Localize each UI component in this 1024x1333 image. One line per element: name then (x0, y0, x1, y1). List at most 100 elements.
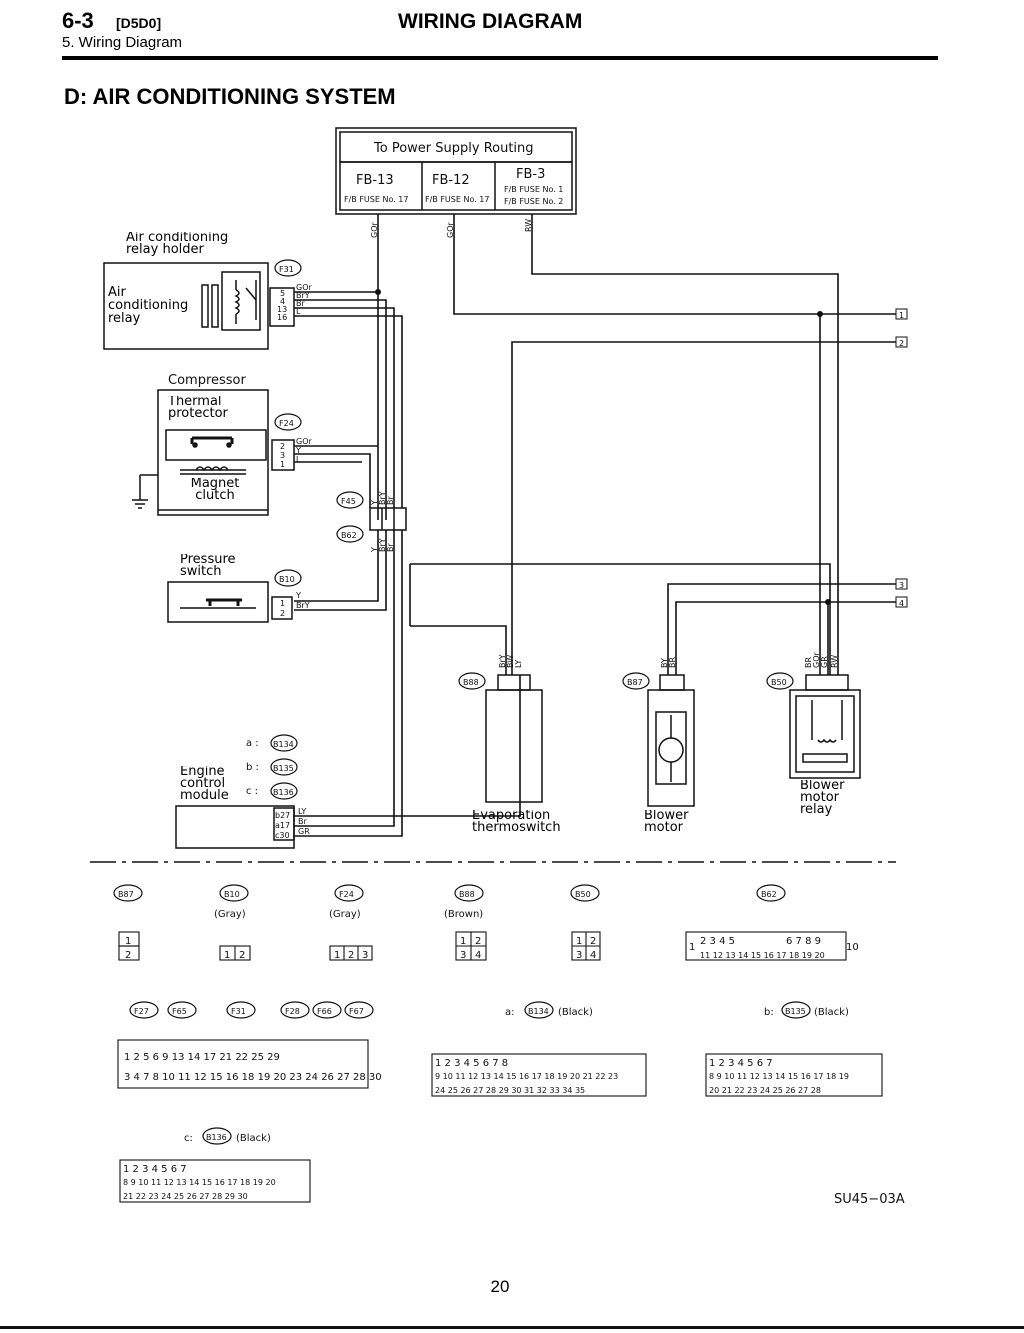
svg-text:4: 4 (475, 950, 481, 961)
svg-text:2: 2 (280, 442, 285, 451)
ecm-ref-c-code: B136 (273, 788, 294, 797)
svg-text:1 2 3 4 5 6 7: 1 2 3 4 5 6 7 (709, 1058, 773, 1069)
svg-text:3: 3 (280, 451, 285, 460)
footer-rule (0, 1326, 1024, 1329)
bus-ref-3: 3 (899, 581, 904, 590)
doc-code: [D5D0] (116, 15, 162, 31)
svg-text:(Black): (Black) (236, 1133, 271, 1144)
ecm-ref-a-code: B134 (273, 740, 294, 749)
svg-text:(Black): (Black) (558, 1007, 593, 1018)
legend-b136: B136 (206, 1133, 227, 1142)
thermal-label: Thermal protector (168, 396, 228, 421)
svg-text:6 7 8 9: 6 7 8 9 (786, 936, 821, 947)
ecm-ref-a: a : (246, 738, 259, 749)
svg-text:1: 1 (334, 950, 340, 961)
legend-b10: B10 (224, 890, 240, 899)
svg-text:BrY: BrY (296, 601, 310, 610)
blower-label: Blower motor (644, 810, 689, 835)
svg-text:Br: Br (296, 299, 305, 308)
evap-label: Evaporation thermoswitch (472, 810, 561, 835)
svg-text:B62: B62 (341, 531, 357, 540)
svg-text:Y: Y (370, 547, 379, 553)
svg-text:9 10 11 12 13 14 15 16 17 18 1: 9 10 11 12 13 14 15 16 17 18 19 20 21 22… (435, 1072, 618, 1081)
svg-text:GOr: GOr (296, 437, 312, 446)
svg-text:B10: B10 (279, 575, 295, 584)
svg-text:3 4 7 8 10 11 12 15 16 18: 3 4 7 8 10 11 12 15 16 18 19 20 23 24 26… (124, 1072, 382, 1083)
svg-text:2: 2 (239, 950, 245, 961)
compressor-box (157, 389, 269, 516)
figure-id: SU45−03A (834, 1192, 905, 1207)
fuse-fb12-detail: F/B FUSE No. 17 (425, 195, 489, 204)
legend-b88: B88 (459, 890, 475, 899)
svg-text:BrY: BrY (378, 538, 387, 552)
svg-text:LY: LY (298, 807, 306, 816)
svg-text:13: 13 (277, 305, 287, 314)
svg-text:LY: LY (514, 660, 523, 668)
svg-text:BW: BW (506, 655, 515, 668)
svg-text:16: 16 (277, 313, 287, 322)
legend-f65: F65 (172, 1007, 187, 1016)
svg-text:BR: BR (804, 657, 813, 668)
svg-text:3: 3 (460, 950, 466, 961)
compressor-label: Compressor (168, 373, 247, 388)
bus-ref-1: 1 (899, 311, 904, 320)
svg-text:a17: a17 (275, 821, 290, 830)
connector-f24 (271, 439, 295, 471)
svg-text:F45: F45 (341, 497, 356, 506)
legend-b62: B62 (761, 890, 777, 899)
page-title: WIRING DIAGRAM (398, 10, 583, 33)
svg-text:BrY: BrY (498, 654, 507, 668)
wire-gor-2: GOr (446, 222, 455, 238)
svg-text:1: 1 (576, 936, 582, 947)
pressure-label: Pressure switch (180, 554, 236, 579)
svg-text:BY: BY (660, 658, 669, 668)
connector-f45 (369, 507, 407, 531)
pressure-switch-box (167, 581, 269, 623)
bus-ref-4: 4 (899, 599, 904, 608)
ecm-ref-c: c : (246, 786, 258, 797)
svg-text:2: 2 (348, 950, 354, 961)
svg-text:c:: c: (184, 1133, 193, 1144)
connector-b10 (271, 596, 293, 620)
svg-text:Br: Br (386, 543, 395, 552)
svg-text:4: 4 (280, 297, 285, 306)
legend-b135: B135 (785, 1007, 806, 1016)
svg-text:BR: BR (668, 657, 677, 668)
svg-text:1: 1 (125, 936, 131, 947)
svg-text:BrY: BrY (378, 491, 387, 505)
svg-text:10: 10 (846, 942, 859, 953)
fuse-fb3-detail1: F/B FUSE No. 1 (504, 185, 563, 194)
blower-relay-label: Blower motor relay (800, 780, 845, 817)
svg-text:2: 2 (280, 609, 285, 618)
svg-text:a:: a: (505, 1007, 515, 1018)
connector-f31 (269, 287, 295, 327)
wire-rw: RW (524, 219, 533, 232)
fuse-fb3-detail2: F/B FUSE No. 2 (504, 197, 563, 206)
svg-text:B50: B50 (771, 678, 787, 687)
fuse-fb13: FB-13 (356, 173, 394, 188)
bus-ref-markers: 1 2 3 4 (895, 308, 908, 608)
svg-text:11 12 13 14 15 16 17 18 19 20: 11 12 13 14 15 16 17 18 19 20 (700, 951, 825, 960)
clutch-label: Magnet clutch (190, 478, 240, 503)
svg-text:24 25 26 27 28 29 30 31 32 3: 24 25 26 27 28 29 30 31 32 33 34 35 (435, 1086, 585, 1095)
ecm-label: Engine control module (180, 766, 229, 803)
svg-text:GOr: GOr (296, 283, 312, 292)
svg-text:1 2 3 4 5 6 7: 1 2 3 4 5 6 7 (123, 1164, 187, 1175)
fuse-fb13-detail: F/B FUSE No. 17 (344, 195, 408, 204)
svg-text:c30: c30 (275, 831, 290, 840)
legend-b134: B134 (528, 1007, 549, 1016)
page-number: 20 (490, 1277, 510, 1296)
svg-text:1: 1 (689, 942, 695, 953)
legend-f67: F67 (349, 1007, 364, 1016)
svg-text:1 2 3 4 5 6 7 8: 1 2 3 4 5 6 7 8 (435, 1058, 508, 1069)
svg-text:b:: b: (764, 1007, 774, 1018)
evap-box (485, 689, 543, 803)
bus-ref-2: 2 (899, 339, 904, 348)
relay-holder-box (103, 262, 269, 350)
svg-text:2: 2 (590, 936, 596, 947)
legend-f24: F24 (339, 890, 354, 899)
legend-b50: B50 (575, 890, 591, 899)
svg-text:2: 2 (475, 936, 481, 947)
svg-text:8 9 10 11 12 13 14 15 16 17 18: 8 9 10 11 12 13 14 15 16 17 18 19 (709, 1072, 849, 1081)
